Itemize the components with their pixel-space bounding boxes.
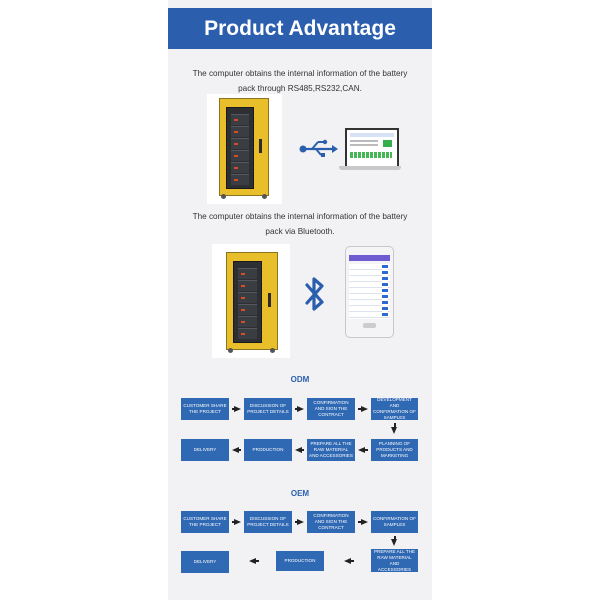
oem-step-discussion: DISCUSSION OF PROJECT DETAILS <box>244 511 292 533</box>
odm-step-prepare-materials: PREPARE ALL THE RAW MATERIAL AND ACCESSO… <box>307 439 355 461</box>
oem-step-production: PRODUCTION <box>276 551 324 571</box>
odm-step-confirmation-contract: CONFIRMATION AND SIGN THE CONTRACT <box>307 398 355 420</box>
phone-image <box>345 246 394 338</box>
odm-step-customer-share: CUSTOMER SHARE THE PROJECT <box>181 398 229 420</box>
usb-icon <box>299 139 338 157</box>
header-banner: Product Advantage <box>168 8 432 49</box>
odm-step-delivery: DELIVERY <box>181 439 229 461</box>
oem-step-delivery: DELIVERY <box>181 551 229 573</box>
odm-step-production: PRODUCTION <box>244 439 292 461</box>
bluetooth-icon <box>305 277 324 311</box>
oem-step-confirmation-contract: CONFIRMATION AND SIGN THE CONTRACT <box>307 511 355 533</box>
oem-step-prepare-materials: PREPARE ALL THE RAW MATERIAL AND ACCESSO… <box>371 549 418 572</box>
odm-title: ODM <box>290 375 310 384</box>
rs485-caption: The computer obtains the internal inform… <box>192 69 408 93</box>
page-title: Product Advantage <box>204 17 396 40</box>
battery-cabinet-image-2 <box>212 244 290 358</box>
oem-step-customer-share: CUSTOMER SHARE THE PROJECT <box>181 511 229 533</box>
odm-step-planning: PLANNING OF PRODUCTS AND MARKETING <box>371 439 418 461</box>
odm-step-discussion: DISCUSSION OF PROJECT DETAILS <box>244 398 292 420</box>
oem-title: OEM <box>290 489 310 498</box>
bluetooth-caption: The computer obtains the internal inform… <box>192 212 408 236</box>
odm-step-development-samples: DEVELOPMENT AND CONFIRMATION OF SAMPLES <box>371 397 418 420</box>
oem-step-confirmation-samples: CONFIRMATION OF SAMPLES <box>371 511 418 533</box>
battery-cabinet-image-1 <box>207 94 282 204</box>
